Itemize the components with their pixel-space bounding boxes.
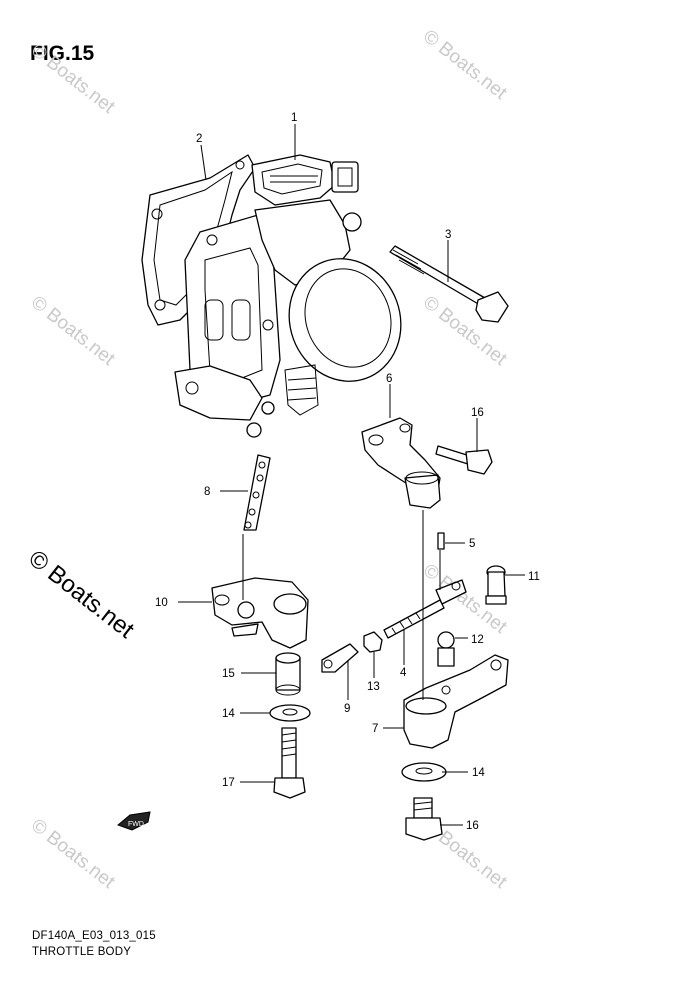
figure-code: DF140A_E03_013_015 [32, 930, 156, 942]
lever-10-part [211, 577, 309, 649]
washer-14-right-part [401, 762, 447, 782]
callout-5: 5 [469, 538, 475, 550]
figure-title: FIG.15 [30, 42, 95, 65]
leader-lines [178, 124, 525, 826]
callout-14-right: 14 [472, 767, 485, 779]
pin-5-part [437, 532, 445, 550]
callout-17: 17 [222, 777, 235, 789]
lever-7-part [403, 654, 509, 749]
callout-13: 13 [367, 681, 380, 693]
callout-3: 3 [445, 229, 451, 241]
callout-15: 15 [222, 668, 235, 680]
callout-4: 4 [400, 667, 407, 679]
bracket-6-part [361, 417, 441, 509]
callout-2: 2 [196, 133, 202, 145]
callout-6: 6 [386, 373, 392, 385]
callout-12: 12 [471, 634, 484, 646]
washer-14-left-part [269, 704, 311, 722]
callout-labels: 1 2 3 4 5 6 7 8 9 10 11 12 13 14 14 15 1… [155, 112, 540, 832]
callout-8: 8 [204, 486, 210, 498]
callout-9: 9 [344, 703, 350, 715]
rod-8-part [243, 454, 271, 531]
bolt-16-lower-part [405, 797, 443, 841]
rod-4-part [383, 579, 467, 639]
callout-7: 7 [372, 723, 378, 735]
callout-16-upper: 16 [471, 407, 484, 419]
figure-name: THROTTLE BODY [32, 946, 132, 958]
spacer-15-part [275, 652, 301, 696]
ball-stud-12-part [437, 631, 455, 667]
nut-13-part [363, 631, 383, 653]
bolt-3-part [389, 245, 509, 323]
callout-14-left: 14 [222, 708, 235, 720]
callout-11: 11 [528, 571, 540, 583]
bolt-16-upper-part [435, 445, 493, 475]
rod-end-9-part [321, 643, 359, 673]
throttle-body-part [174, 154, 402, 438]
callout-10: 10 [155, 597, 168, 609]
callout-1: 1 [291, 112, 297, 124]
fwd-label: FWD [128, 821, 144, 828]
ball-stud-11-part [485, 565, 507, 605]
callout-16-lower: 16 [466, 820, 479, 832]
bolt-17-part [273, 727, 306, 799]
fwd-arrow-icon: FWD [117, 811, 151, 831]
